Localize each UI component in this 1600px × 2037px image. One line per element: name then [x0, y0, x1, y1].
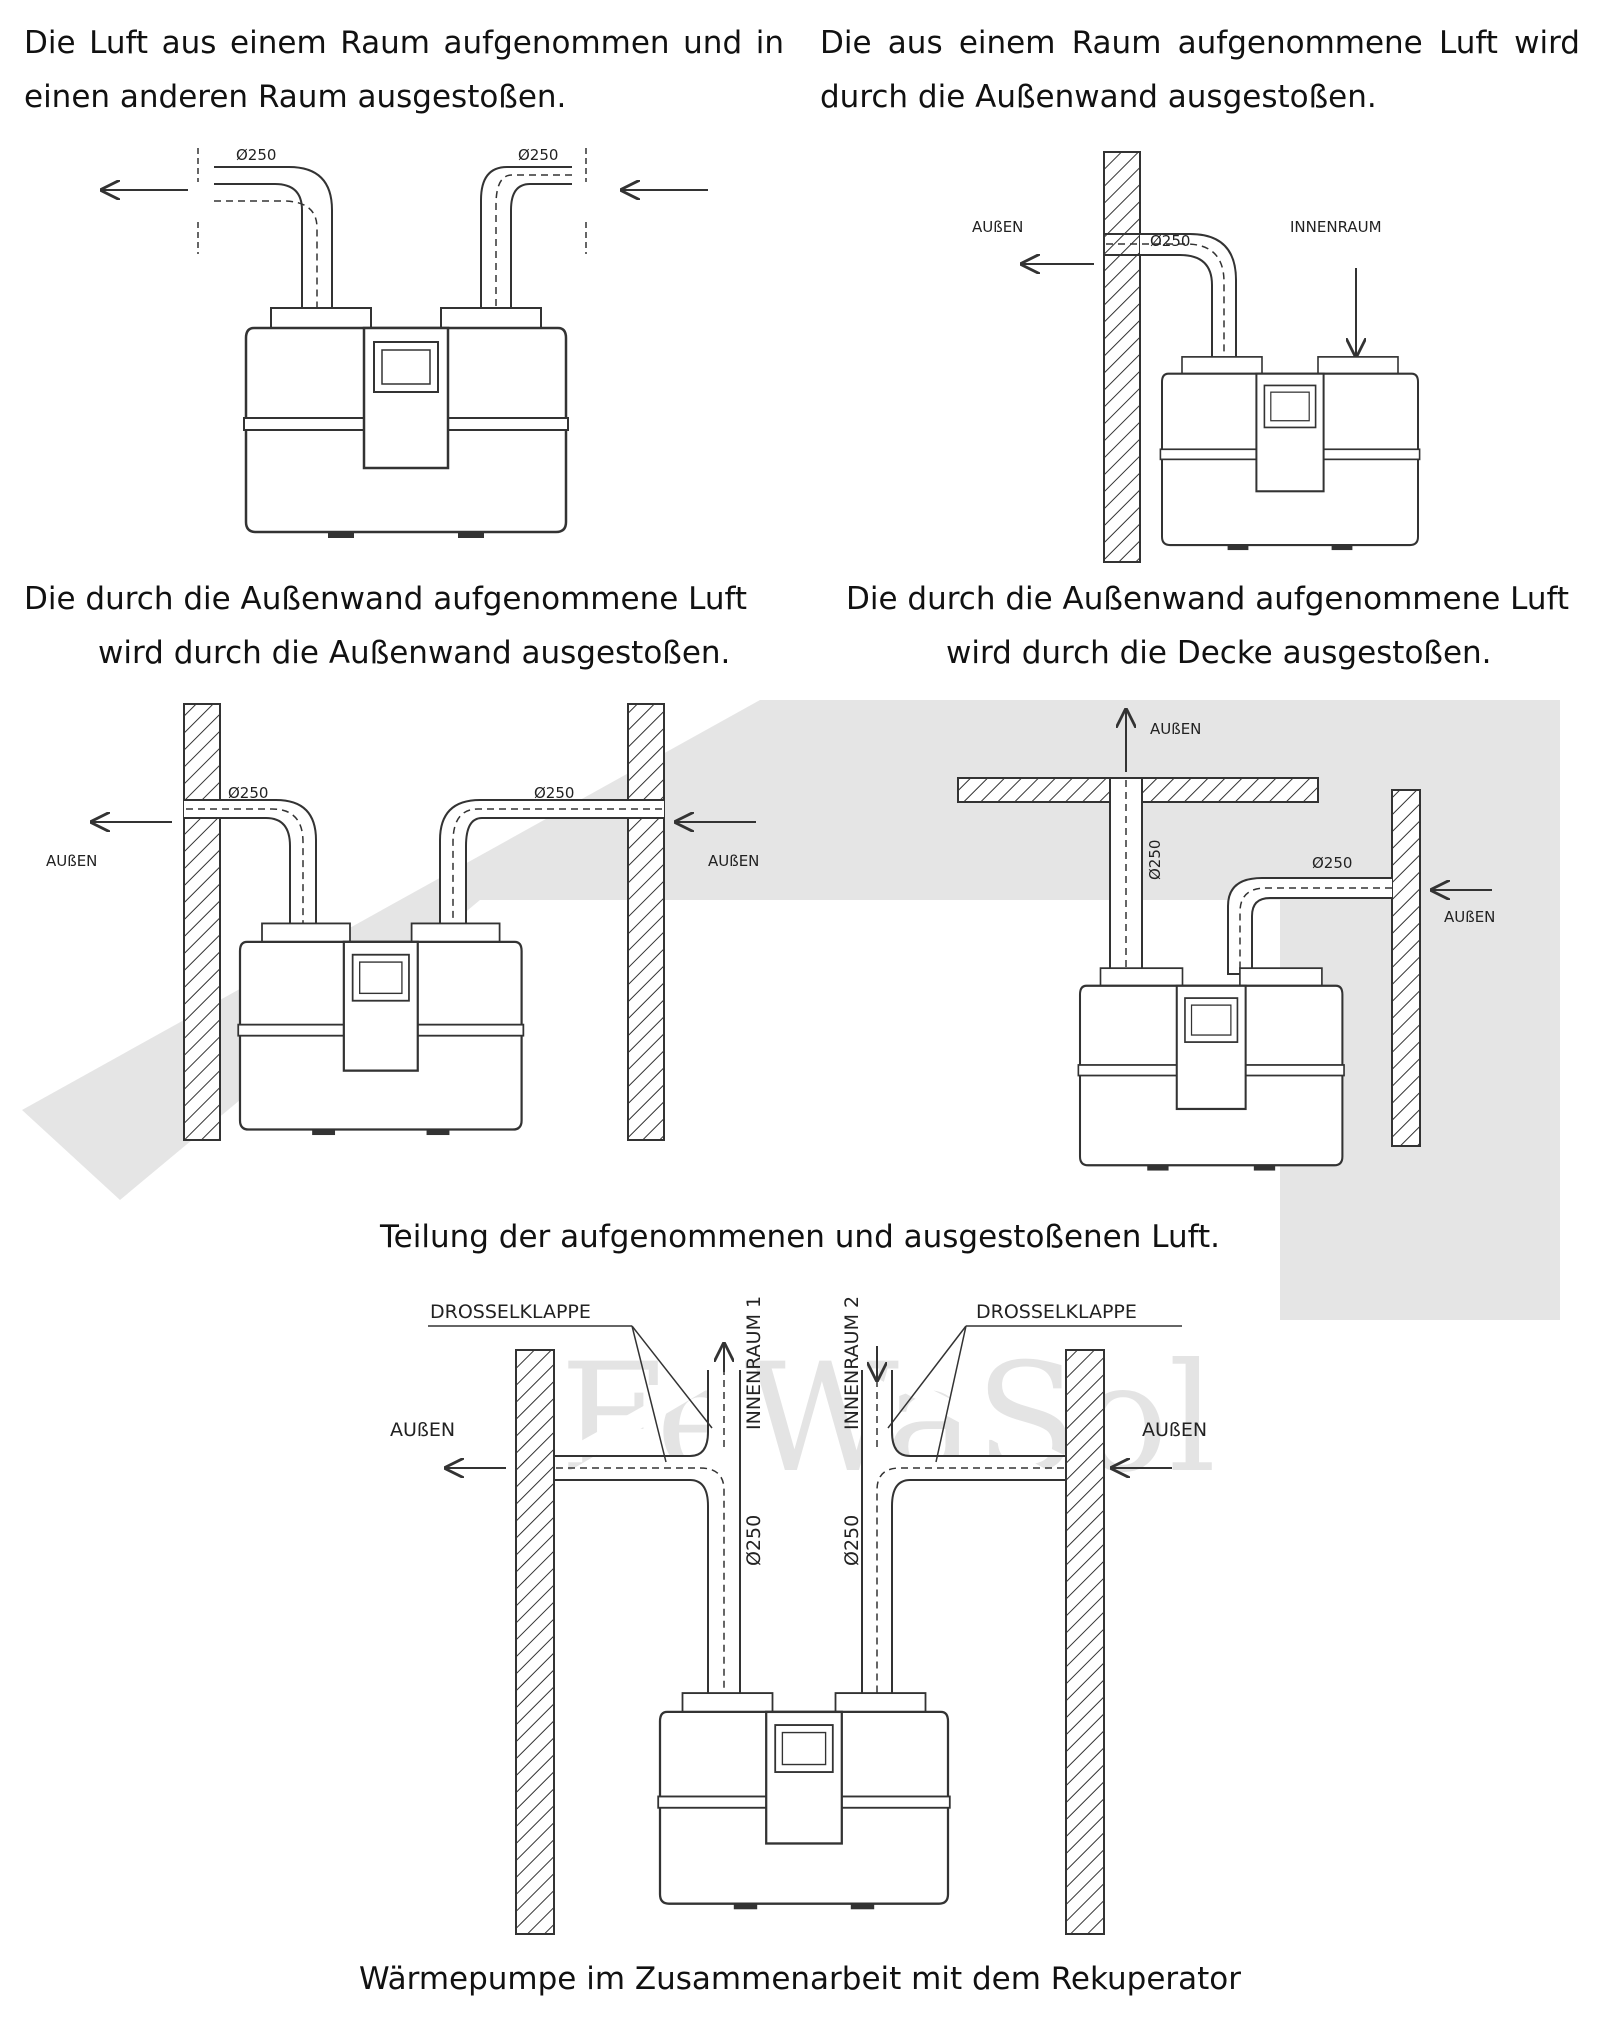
caption-diagram-3-line2: wird durch die Außenwand ausgestoßen. — [98, 635, 731, 671]
wall-right — [627, 703, 665, 1141]
diameter-label: Ø250 — [236, 146, 276, 164]
wall-right — [1065, 1349, 1105, 1935]
outside-label-left: AUßEN — [46, 852, 97, 870]
caption-diagram-5: Teilung der aufgenommenen und ausgestoße… — [380, 1219, 1220, 1255]
diagram-room-to-room: Ø250 Ø250 — [102, 146, 708, 540]
diameter-label: Ø250 — [518, 146, 558, 164]
diameter-label: Ø250 — [1312, 854, 1352, 872]
damper-label-right: DROSSELKLAPPE — [976, 1301, 1137, 1323]
outside-label-top: AUßEN — [1150, 720, 1201, 738]
diameter-label-vertical: Ø250 — [1146, 840, 1164, 880]
diagram-outside-to-ceiling: AUßEN AUßEN Ø250 Ø250 — [957, 710, 1495, 1172]
wall-left — [515, 1349, 555, 1935]
outside-label: AUßEN — [972, 218, 1023, 236]
diagram-air-split: DROSSELKLAPPE DROSSELKLAPPE AUßEN AUßEN … — [390, 1296, 1207, 1935]
diameter-label: Ø250 — [1150, 232, 1190, 250]
caption-diagram-1: Die Luft aus einem Raum aufgenommen und … — [24, 25, 784, 115]
diagram-room-to-outside: AUßEN Ø250 INNENRAUM — [972, 151, 1421, 563]
outside-label-left: AUßEN — [390, 1419, 455, 1441]
indoor-label: INNENRAUM — [1290, 218, 1382, 236]
diameter-label: Ø250 — [534, 784, 574, 802]
diameter-label-left: Ø250 — [743, 1515, 765, 1566]
damper-label-left: DROSSELKLAPPE — [430, 1301, 591, 1323]
indoor-1-label: INNENRAUM 1 — [743, 1296, 765, 1430]
caption-diagram-4-line2: wird durch die Decke ausgestoßen. — [946, 635, 1492, 671]
wall — [1391, 789, 1421, 1147]
diameter-label-right: Ø250 — [841, 1515, 863, 1566]
wall-left — [183, 703, 221, 1141]
caption-diagram-6: Wärmepumpe im Zusammenarbeit mit dem Rek… — [358, 1961, 1242, 1997]
caption-diagram-4-line1: Die durch die Außenwand aufgenommene Luf… — [846, 581, 1570, 617]
indoor-2-label: INNENRAUM 2 — [841, 1296, 863, 1430]
caption-diagram-3-line1: Die durch die Außenwand aufgenommene Luf… — [24, 581, 748, 617]
outside-label-right: AUßEN — [708, 852, 759, 870]
wall — [1103, 151, 1141, 563]
outside-label-right: AUßEN — [1142, 1419, 1207, 1441]
diameter-label: Ø250 — [228, 784, 268, 802]
outside-label-right: AUßEN — [1444, 908, 1495, 926]
caption-diagram-2: Die aus einem Raum aufgenommene Luft wir… — [820, 25, 1580, 115]
diagram-outside-to-outside: Ø250 Ø250 AUßEN AUßEN — [46, 703, 759, 1141]
